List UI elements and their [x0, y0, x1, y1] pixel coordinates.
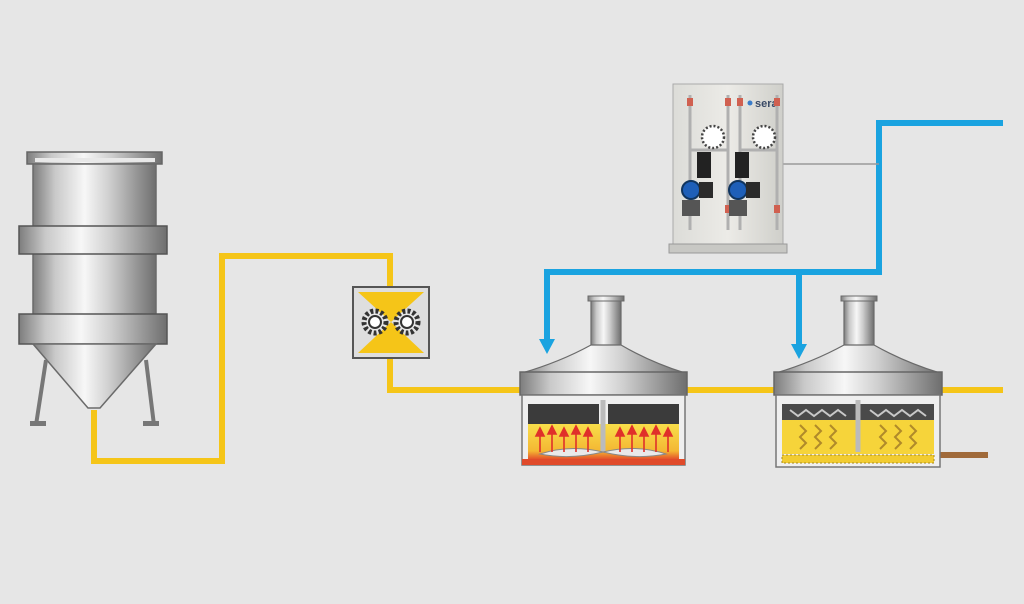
mill-icon	[352, 286, 430, 359]
silo-tank-icon	[18, 151, 168, 426]
lauter-tun-icon	[773, 295, 943, 468]
mill-roller-right-icon	[393, 308, 421, 336]
brand-label: sera	[755, 98, 779, 110]
mash-line	[91, 253, 1003, 464]
heat-arrows	[534, 424, 674, 452]
mill-roller-left-icon	[361, 308, 389, 336]
dosing-arrow-right-icon	[791, 344, 807, 359]
dosing-panel-icon: sera	[668, 83, 788, 254]
brand-logo-icon	[747, 100, 753, 106]
dosing-line	[544, 120, 1003, 345]
dosing-arrow-left-icon	[539, 339, 555, 354]
mash-tun-icon	[519, 295, 688, 466]
dosing-pump-icon	[681, 152, 760, 216]
pressure-gauge-icon	[700, 124, 777, 150]
rake-blades	[789, 408, 927, 450]
